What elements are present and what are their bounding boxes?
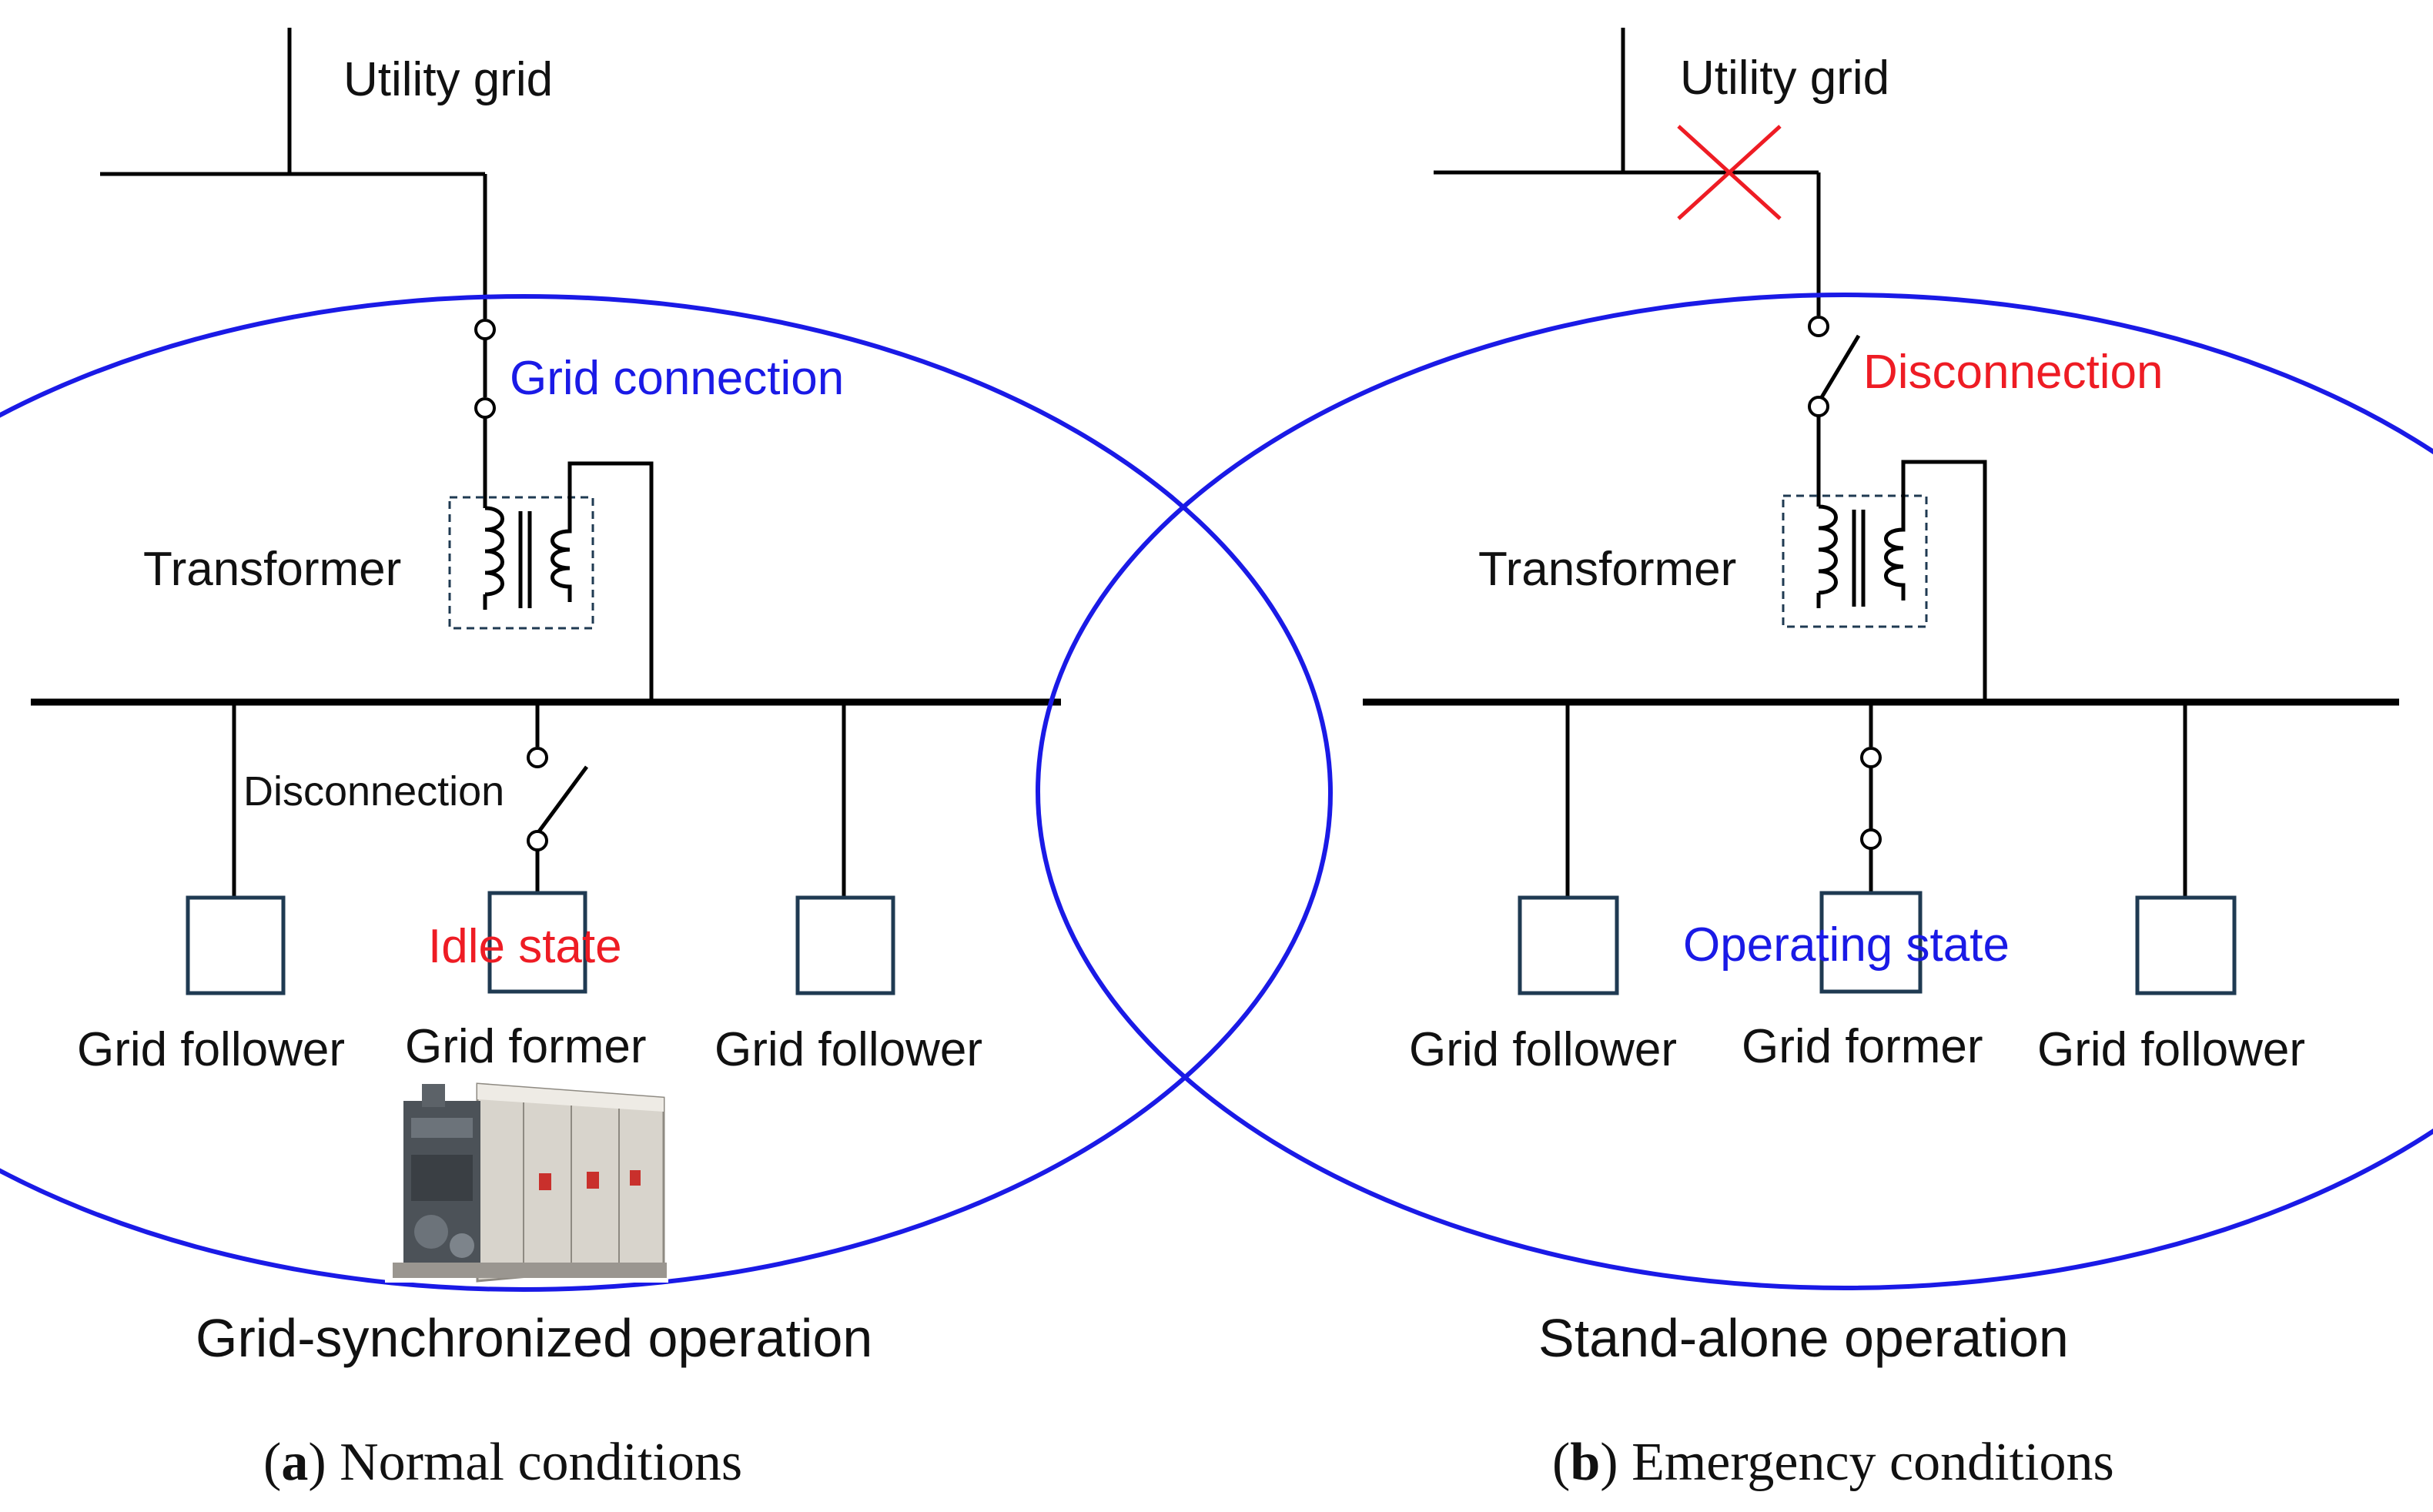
grid-follower-right-label-a: Grid follower (715, 1023, 982, 1076)
transformer-label-a: Transformer (143, 543, 401, 596)
idle-state-label: Idle state (428, 920, 622, 973)
grid-follower-left-box-a (186, 895, 286, 995)
transformer-enclosure-a (448, 496, 594, 630)
switch-terminal-bottom-a (474, 397, 496, 419)
transformer-enclosure-b (1782, 494, 1928, 628)
grid-connection-label: Grid connection (510, 352, 844, 405)
panel-a: Utility grid Grid connection Transformer… (0, 28, 1333, 1492)
former-switch-top-b (1860, 747, 1882, 768)
former-switch-bottom-a (527, 830, 548, 851)
caption-letter-a: a (281, 1433, 308, 1492)
utility-grid-label-b: Utility grid (1680, 52, 1889, 105)
disconnection-switch-b (1819, 334, 1861, 399)
grid-follower-left-label-b: Grid follower (1409, 1023, 1677, 1076)
grid-follower-right-box-b (2135, 895, 2237, 995)
transformer-icon-a (483, 506, 572, 610)
grid-follower-right-box-a (795, 895, 895, 995)
microgrid-boundary-a (0, 294, 1333, 1292)
utility-grid-label-a: Utility grid (343, 53, 553, 106)
transformer-icon-b (1816, 504, 1906, 608)
caption-b: (b) Emergency conditions (1552, 1433, 2114, 1492)
operation-label-a: Grid-synchronized operation (196, 1308, 872, 1368)
transformer-secondary-line-a (567, 461, 654, 701)
grid-follower-right-label-b: Grid follower (2037, 1023, 2305, 1076)
former-switch-bottom-b (1860, 828, 1882, 850)
grid-former-box-b (1819, 891, 1923, 994)
switch-terminal-bottom-b (1808, 396, 1829, 417)
grid-former-label-b: Grid former (1742, 1020, 1983, 1073)
grid-former-label-a: Grid former (405, 1020, 646, 1073)
switch-terminal-top-a (474, 319, 496, 340)
disconnection-label-b: Disconnection (1863, 346, 2163, 399)
grid-follower-left-box-b (1518, 895, 1619, 995)
panel-b: Utility grid Disconnection Transformer G (1036, 28, 2433, 1492)
transformer-label-b: Transformer (1478, 543, 1736, 596)
grid-fault-icon (1677, 125, 1782, 220)
disconnection-label-a: Disconnection (243, 768, 504, 815)
operating-state-label: Operating state (1683, 918, 2010, 972)
caption-text-b: Emergency conditions (1618, 1433, 2114, 1492)
grid-former-equipment-illustration (385, 1076, 668, 1283)
caption-a: (a) Normal conditions (263, 1433, 742, 1492)
caption-letter-b: b (1570, 1433, 1600, 1492)
grid-former-box-a (487, 891, 587, 994)
switch-terminal-top-b (1808, 316, 1829, 337)
operation-label-b: Stand-alone operation (1538, 1308, 2069, 1368)
caption-text-a: Normal conditions (326, 1433, 742, 1492)
transformer-secondary-line-b (1901, 460, 1987, 701)
microgrid-boundary-b (1036, 293, 2433, 1290)
grid-follower-left-label-a: Grid follower (77, 1023, 345, 1076)
former-switch-top-a (527, 747, 548, 768)
former-open-switch-a (537, 765, 589, 833)
